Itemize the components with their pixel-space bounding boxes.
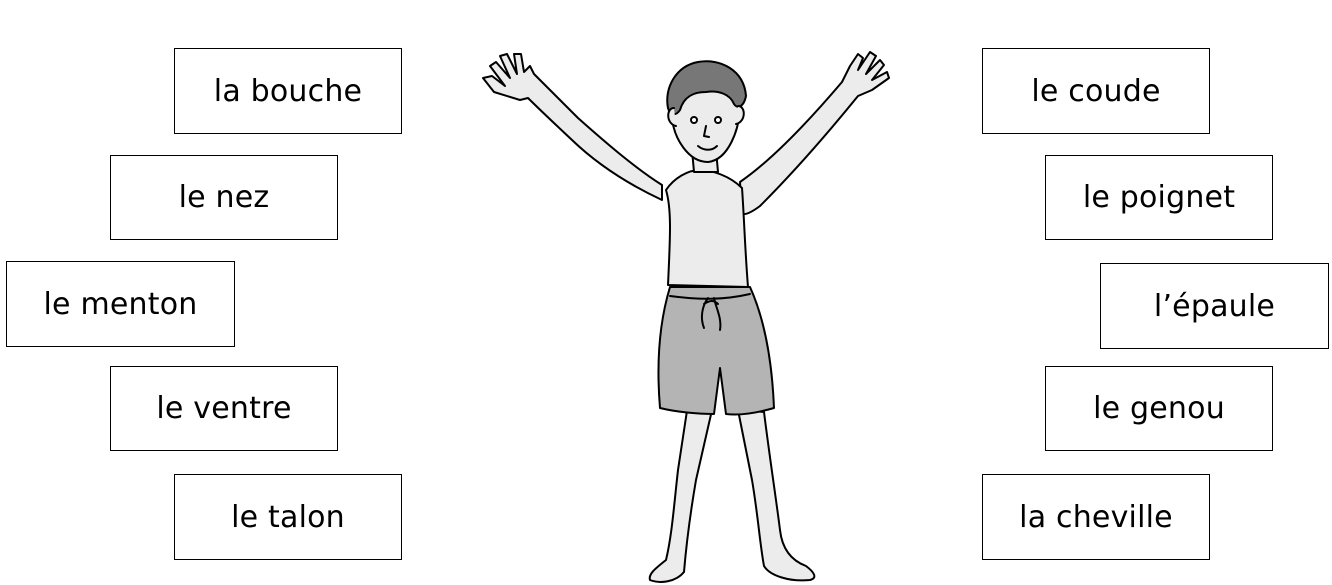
label-text: le ventre [156,391,291,426]
boy-figure [470,0,910,585]
label-text: le poignet [1083,180,1235,215]
label-le-talon: le talon [174,474,402,560]
right-leg [738,410,814,580]
label-text: le genou [1093,391,1225,426]
left-eye [691,117,697,123]
torso [666,170,748,287]
left-leg [650,404,712,582]
label-text: la cheville [1019,500,1173,535]
label-le-ventre: le ventre [110,366,338,451]
label-text: le talon [231,500,345,535]
label-le-menton: le menton [6,261,235,347]
left-arm [483,54,662,200]
label-text: le menton [44,287,198,322]
label-l-epaule: l’épaule [1100,263,1329,349]
label-le-genou: le genou [1045,366,1273,451]
right-eye [715,117,721,123]
label-le-nez: le nez [110,155,338,240]
label-le-coude: le coude [982,48,1210,134]
label-le-poignet: le poignet [1045,155,1273,240]
label-text: la bouche [214,74,362,109]
label-la-bouche: la bouche [174,48,402,134]
label-text: l’épaule [1154,289,1275,324]
label-la-cheville: la cheville [982,474,1210,560]
label-text: le coude [1031,74,1160,109]
right-arm [740,52,889,214]
label-text: le nez [179,180,270,215]
